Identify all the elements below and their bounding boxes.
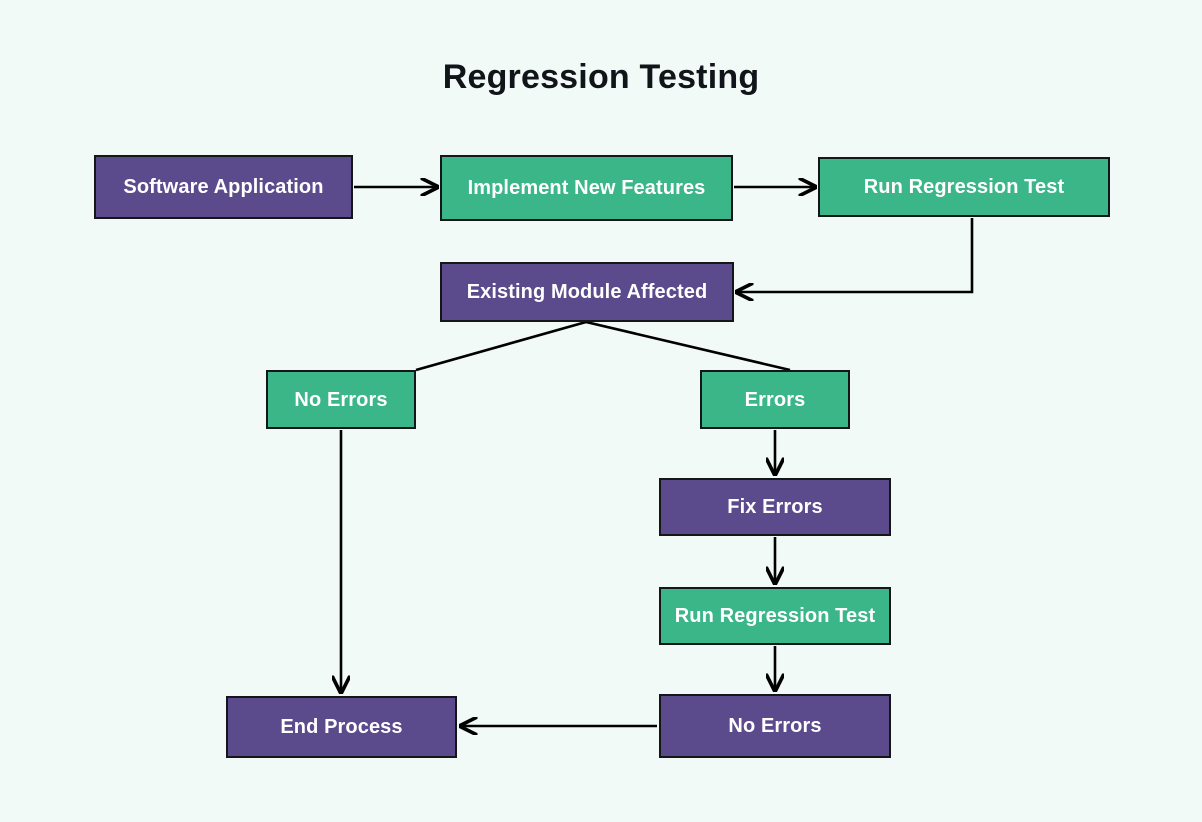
edge-existing-module-to-no-errors	[415, 320, 587, 372]
node-implement-new-features[interactable]: Implement New Features	[440, 155, 733, 221]
node-label: Existing Module Affected	[466, 281, 708, 303]
node-label: End Process	[280, 716, 403, 738]
node-label: Implement New Features	[467, 177, 706, 199]
node-no-errors-bottom[interactable]: No Errors	[659, 694, 891, 758]
node-run-regression-test-1[interactable]: Run Regression Test	[818, 157, 1110, 217]
node-label: Run Regression Test	[674, 605, 876, 627]
node-label: No Errors	[728, 715, 822, 737]
node-label: Errors	[744, 388, 806, 411]
node-label: Software Application	[123, 176, 324, 198]
node-software-application[interactable]: Software Application	[94, 155, 353, 219]
page-title: Regression Testing	[442, 58, 760, 96]
node-fix-errors[interactable]: Fix Errors	[659, 478, 891, 536]
node-end-process[interactable]: End Process	[226, 696, 457, 758]
node-run-regression-test-2[interactable]: Run Regression Test	[659, 587, 891, 645]
node-label: Run Regression Test	[863, 176, 1065, 198]
node-label: No Errors	[294, 388, 388, 411]
edge-run-test-to-existing-module	[737, 218, 974, 292]
edge-existing-module-to-errors	[585, 320, 791, 372]
node-existing-module-affected[interactable]: Existing Module Affected	[440, 262, 734, 322]
node-no-errors-left[interactable]: No Errors	[266, 370, 416, 429]
node-label: Fix Errors	[727, 496, 823, 518]
node-errors[interactable]: Errors	[700, 370, 850, 429]
